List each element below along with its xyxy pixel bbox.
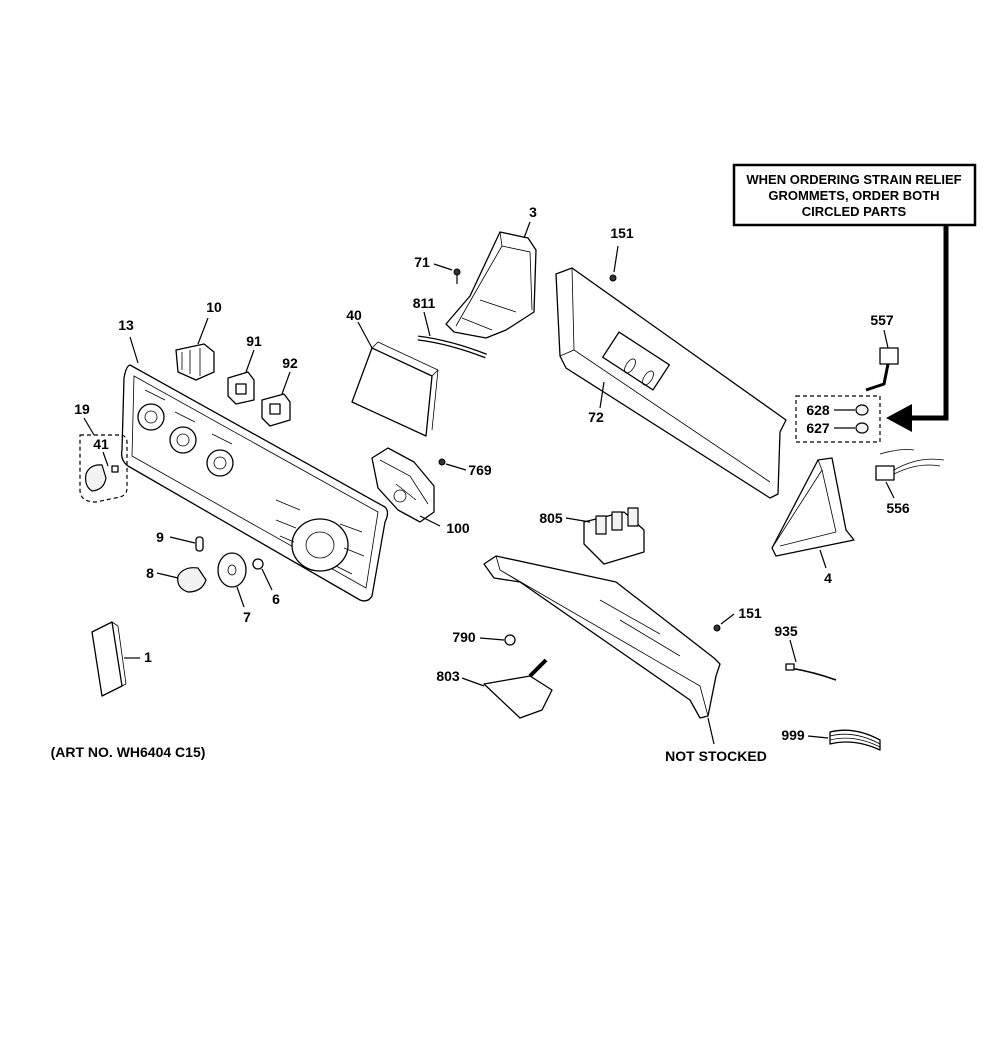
label-72: 72: [588, 409, 604, 425]
part-72-back-panel: [555, 267, 787, 499]
part-labels: 3 151 71 811 40 10 13 91 92 19 41 557 62…: [51, 204, 910, 764]
label-4: 4: [824, 570, 832, 586]
label-769: 769: [468, 462, 492, 478]
label-71: 71: [414, 254, 430, 270]
part-6-nut: [252, 558, 273, 591]
part-91-switch: [227, 349, 255, 405]
label-9: 9: [156, 529, 164, 545]
label-556: 556: [886, 500, 910, 516]
label-811: 811: [413, 295, 436, 311]
part-19-knob-group: [79, 417, 128, 503]
label-6: 6: [272, 591, 280, 607]
label-92: 92: [282, 355, 298, 371]
label-151-top: 151: [610, 225, 634, 241]
label-627: 627: [806, 420, 830, 436]
label-13: 13: [118, 317, 134, 333]
label-8: 8: [146, 565, 154, 581]
label-999: 999: [781, 727, 805, 743]
label-3: 3: [529, 204, 537, 220]
label-7: 7: [243, 609, 251, 625]
part-805-water-valve: [565, 507, 645, 565]
label-41: 41: [93, 436, 109, 452]
part-40-cover: [351, 321, 439, 437]
part-151-screw-lower: [713, 613, 735, 632]
art-number-label: (ART NO. WH6404 C15): [51, 744, 206, 760]
part-769-screw: [438, 458, 467, 471]
callout-line-3: CIRCLED PARTS: [802, 204, 907, 219]
callout-line-1: WHEN ORDERING STRAIN RELIEF: [746, 172, 961, 187]
label-935: 935: [774, 623, 798, 639]
part-100-timer-housing: [371, 447, 441, 527]
part-811-hose: [417, 311, 487, 359]
part-803-dispenser: [461, 658, 553, 719]
part-935-wire: [785, 639, 837, 681]
part-4-bracket: [771, 457, 855, 569]
label-628: 628: [806, 402, 830, 418]
part-557-cord: [865, 329, 899, 392]
part-999-harness-bundle: [807, 729, 881, 751]
part-3-bracket: [445, 221, 537, 339]
part-151-screw-top: [609, 245, 619, 282]
main-support-panel: [483, 555, 721, 745]
not-stocked-label: NOT STOCKED: [665, 748, 767, 764]
part-13-control-panel: [120, 336, 389, 602]
label-803: 803: [436, 668, 460, 684]
callout-line-2: GROMMETS, ORDER BOTH: [768, 188, 939, 203]
part-790-clamp: [479, 634, 516, 646]
part-71-screw: [433, 263, 461, 284]
label-91: 91: [246, 333, 262, 349]
part-556-harness: [875, 449, 945, 499]
part-10-switch: [175, 317, 215, 381]
label-100: 100: [446, 520, 470, 536]
part-628-627-grommets: [795, 395, 881, 443]
part-92-switch: [261, 371, 291, 427]
label-1: 1: [144, 649, 152, 665]
label-10: 10: [206, 299, 222, 315]
part-7-dial: [217, 552, 247, 608]
label-805: 805: [539, 510, 563, 526]
part-8-knob: [156, 567, 207, 593]
part-1-literature: [91, 621, 140, 697]
part-9-clip: [169, 536, 204, 552]
label-151-lower: 151: [738, 605, 762, 621]
label-19: 19: [74, 401, 90, 417]
callout-arrow-icon: [886, 404, 912, 432]
label-790: 790: [452, 629, 476, 645]
label-40: 40: [346, 307, 362, 323]
strain-relief-callout: WHEN ORDERING STRAIN RELIEF GROMMETS, OR…: [732, 163, 977, 432]
label-557: 557: [870, 312, 894, 328]
